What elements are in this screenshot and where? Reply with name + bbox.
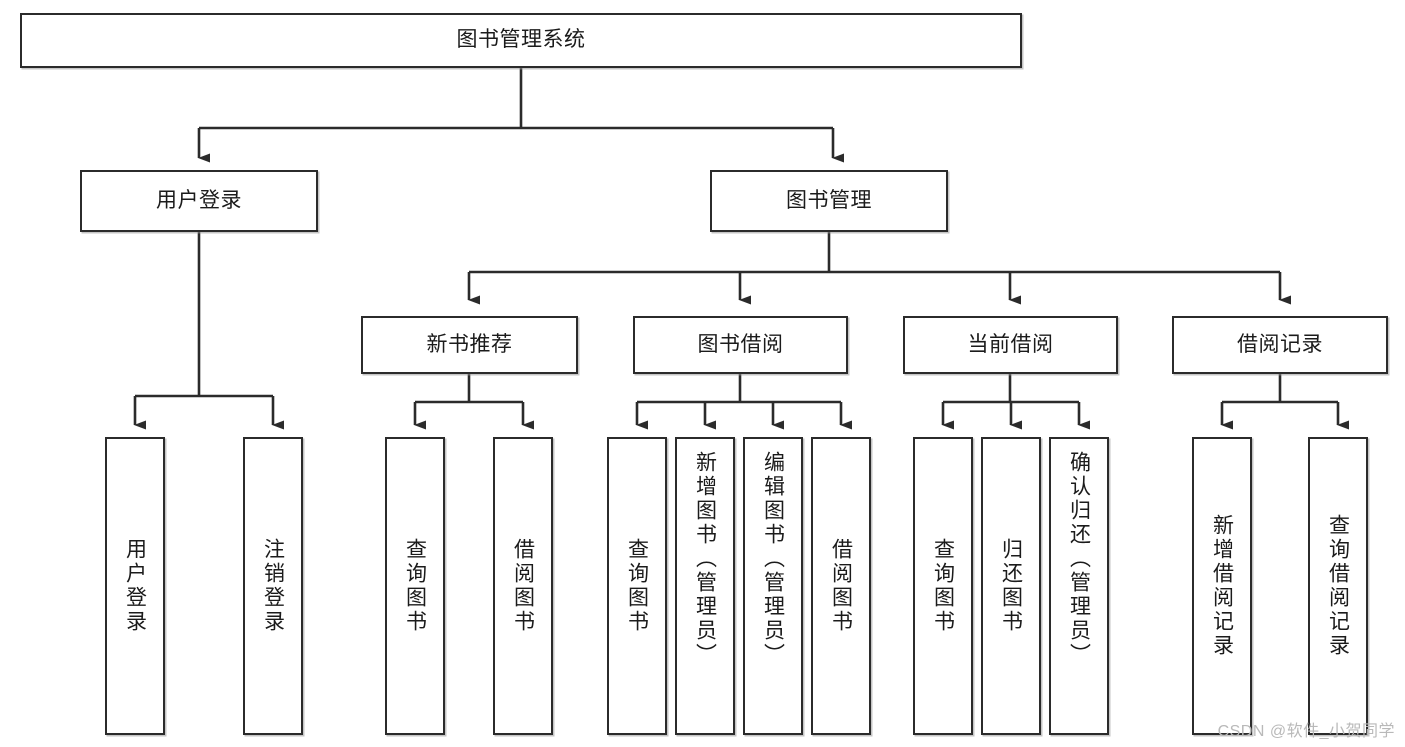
watermark-text: CSDN @软件_小贺同学 xyxy=(1217,723,1395,740)
node-leaf-add-record[interactable]: 新增借阅记录 xyxy=(1192,437,1252,735)
node-book-manage[interactable]: 图书管理 xyxy=(710,170,948,232)
node-leaf-query-book-2[interactable]: 查询图书 xyxy=(607,437,667,735)
node-leaf-query-book-3[interactable]: 查询图书 xyxy=(913,437,973,735)
node-new-book-rec[interactable]: 新书推荐 xyxy=(361,316,578,374)
node-current-borrow-label: 当前借阅 xyxy=(967,332,1054,356)
node-leaf-user-login-label: 用户登录 xyxy=(123,538,147,634)
node-book-manage-label: 图书管理 xyxy=(786,188,872,212)
node-leaf-borrow-book-1[interactable]: 借阅图书 xyxy=(493,437,553,735)
node-leaf-edit-book-label: 编辑图书（管理员） xyxy=(761,451,785,667)
node-leaf-user-login[interactable]: 用户登录 xyxy=(105,437,165,735)
node-leaf-query-book-1[interactable]: 查询图书 xyxy=(385,437,445,735)
node-leaf-confirm-return-label: 确认归还（管理员） xyxy=(1067,451,1091,667)
node-leaf-borrow-book-2-label: 借阅图书 xyxy=(829,538,853,634)
node-user-login[interactable]: 用户登录 xyxy=(80,170,318,232)
node-leaf-add-book-label: 新增图书（管理员） xyxy=(693,451,717,667)
node-leaf-query-record-label: 查询借阅记录 xyxy=(1326,514,1350,658)
node-leaf-logout[interactable]: 注销登录 xyxy=(243,437,303,735)
node-borrow-record-label: 借阅记录 xyxy=(1237,332,1323,356)
node-leaf-query-book-2-label: 查询图书 xyxy=(625,538,649,634)
node-new-book-rec-label: 新书推荐 xyxy=(426,332,513,356)
node-leaf-return-book-label: 归还图书 xyxy=(999,538,1023,634)
node-leaf-borrow-book-1-label: 借阅图书 xyxy=(511,538,535,634)
node-leaf-add-book[interactable]: 新增图书（管理员） xyxy=(675,437,735,735)
node-leaf-borrow-book-2[interactable]: 借阅图书 xyxy=(811,437,871,735)
node-current-borrow[interactable]: 当前借阅 xyxy=(903,316,1118,374)
node-book-borrow[interactable]: 图书借阅 xyxy=(633,316,848,374)
node-user-login-label: 用户登录 xyxy=(156,188,242,212)
node-root-label: 图书管理系统 xyxy=(456,28,586,52)
node-book-borrow-label: 图书借阅 xyxy=(697,332,784,356)
node-leaf-add-record-label: 新增借阅记录 xyxy=(1210,514,1234,658)
node-leaf-edit-book[interactable]: 编辑图书（管理员） xyxy=(743,437,803,735)
node-leaf-return-book[interactable]: 归还图书 xyxy=(981,437,1041,735)
node-borrow-record[interactable]: 借阅记录 xyxy=(1172,316,1388,374)
node-leaf-query-book-1-label: 查询图书 xyxy=(403,538,427,634)
node-leaf-query-record[interactable]: 查询借阅记录 xyxy=(1308,437,1368,735)
node-leaf-confirm-return[interactable]: 确认归还（管理员） xyxy=(1049,437,1109,735)
node-leaf-query-book-3-label: 查询图书 xyxy=(931,538,955,634)
node-leaf-logout-label: 注销登录 xyxy=(261,538,285,634)
node-root[interactable]: 图书管理系统 xyxy=(20,13,1022,68)
